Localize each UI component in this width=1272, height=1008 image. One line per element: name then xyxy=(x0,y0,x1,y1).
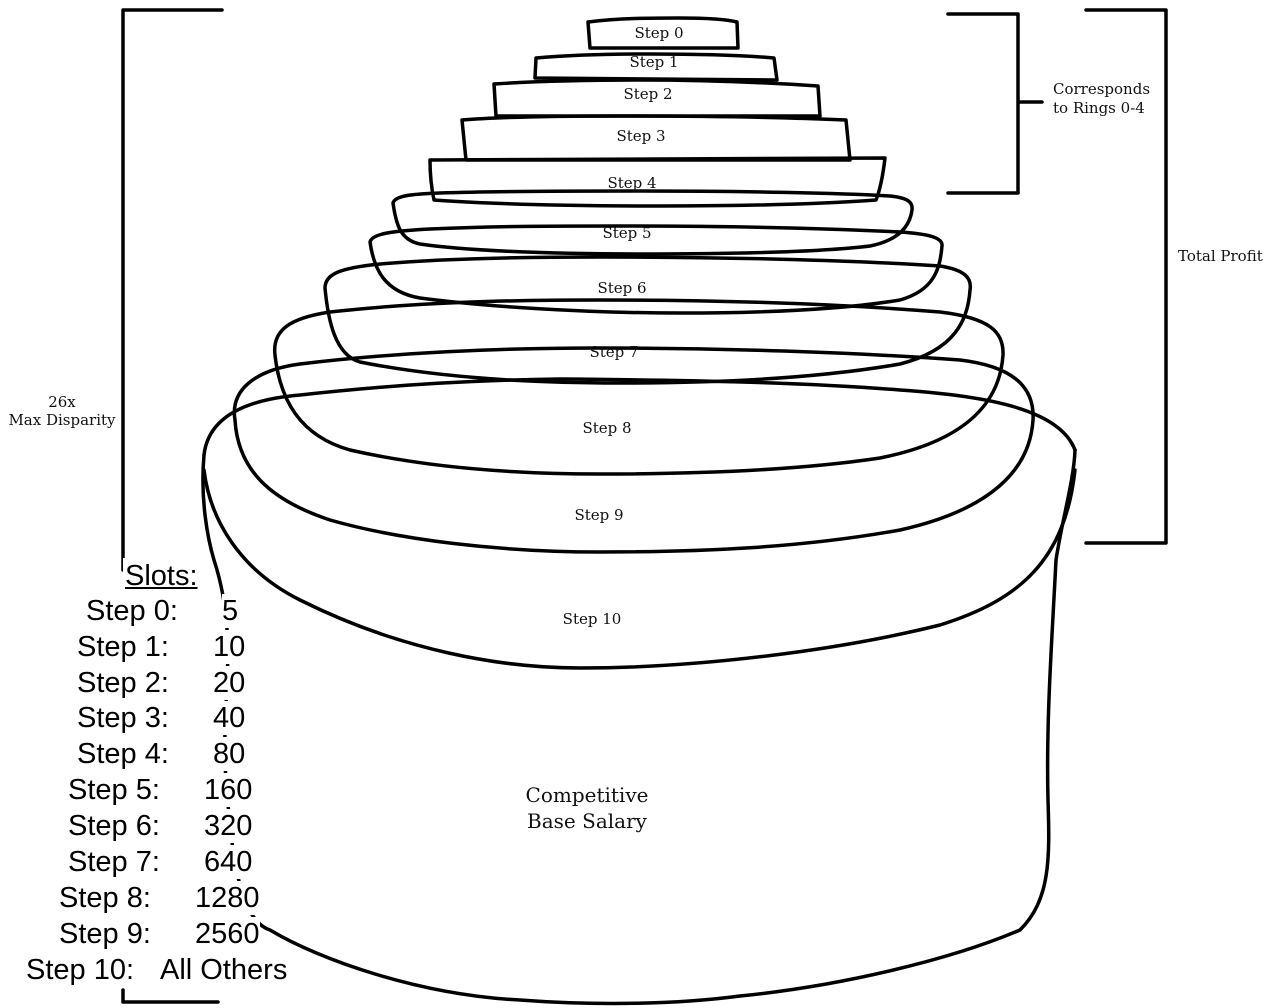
slot-row: Step 3: 40 xyxy=(0,701,310,735)
base-salary-label-line1: Competitive xyxy=(526,783,649,807)
slot-row: Step 9: 2560 xyxy=(0,917,310,951)
slot-count: 40 xyxy=(213,701,245,735)
step-3-label: Step 3 xyxy=(616,127,665,145)
slot-step-name: Step 10: xyxy=(26,953,134,987)
slot-count: 640 xyxy=(204,845,252,879)
base-salary-label-line2: Base Salary xyxy=(527,809,648,833)
slot-step-name: Step 5: xyxy=(68,773,160,807)
slot-step-name: Step 3: xyxy=(77,701,169,735)
slot-step-name: Step 7: xyxy=(68,845,160,879)
base-cylinder-body xyxy=(203,450,1075,1003)
max-disparity-label-line1: 26x xyxy=(48,393,76,411)
slot-step-name: Step 9: xyxy=(59,917,151,951)
slot-row: Step 7: 640 xyxy=(0,845,310,879)
step-5-ring xyxy=(393,191,912,254)
slot-count: 5 xyxy=(222,594,238,628)
slot-step-name: Step 0: xyxy=(86,594,178,628)
slot-step-name: Step 8: xyxy=(59,881,151,915)
step-4-label: Step 4 xyxy=(607,174,656,192)
max-disparity-label-line2: Max Disparity xyxy=(8,411,116,429)
slot-count: 10 xyxy=(213,630,245,664)
total-profit-label: Total Profit xyxy=(1178,247,1263,265)
slot-count: 80 xyxy=(213,737,245,771)
step-6-label: Step 6 xyxy=(597,279,646,297)
slot-row: Step 10: All Others xyxy=(0,953,310,987)
slot-count: 2560 xyxy=(195,917,260,951)
slot-step-name: Step 2: xyxy=(77,666,169,700)
slot-step-name: Step 4: xyxy=(77,737,169,771)
step-7-ring xyxy=(325,257,970,383)
slot-row: Step 6: 320 xyxy=(0,809,310,843)
step-0-label: Step 0 xyxy=(634,24,683,42)
slot-count: 320 xyxy=(204,809,252,843)
step-4-ring xyxy=(430,158,885,206)
step-10-label: Step 10 xyxy=(563,610,622,628)
slots-title: Slots: xyxy=(123,558,200,594)
slot-row: Step 8: 1280 xyxy=(0,881,310,915)
rings-label-line1: Corresponds xyxy=(1053,80,1150,98)
rings-label-line2: to Rings 0-4 xyxy=(1053,99,1145,117)
step-8-label: Step 8 xyxy=(582,419,631,437)
slot-row: Step 4: 80 xyxy=(0,737,310,771)
step-5-label: Step 5 xyxy=(602,224,651,242)
slot-count: 20 xyxy=(213,666,245,700)
step-2-label: Step 2 xyxy=(623,85,672,103)
step-10-band-bottom xyxy=(204,470,1075,668)
slot-step-name: Step 6: xyxy=(68,809,160,843)
slot-row: Step 2: 20 xyxy=(0,666,310,700)
step-7-label: Step 7 xyxy=(589,343,638,361)
slot-step-name: Step 1: xyxy=(77,630,169,664)
slot-count: 160 xyxy=(204,773,252,807)
rings-bracket xyxy=(948,14,1042,193)
step-1-label: Step 1 xyxy=(629,53,678,71)
step-9-label: Step 9 xyxy=(574,506,623,524)
slot-count: 1280 xyxy=(195,881,260,915)
slot-row: Step 5: 160 xyxy=(0,773,310,807)
slot-row: Step 0: 5 xyxy=(0,594,310,628)
slot-count: All Others xyxy=(160,953,287,987)
slot-row: Step 1: 10 xyxy=(0,630,310,664)
